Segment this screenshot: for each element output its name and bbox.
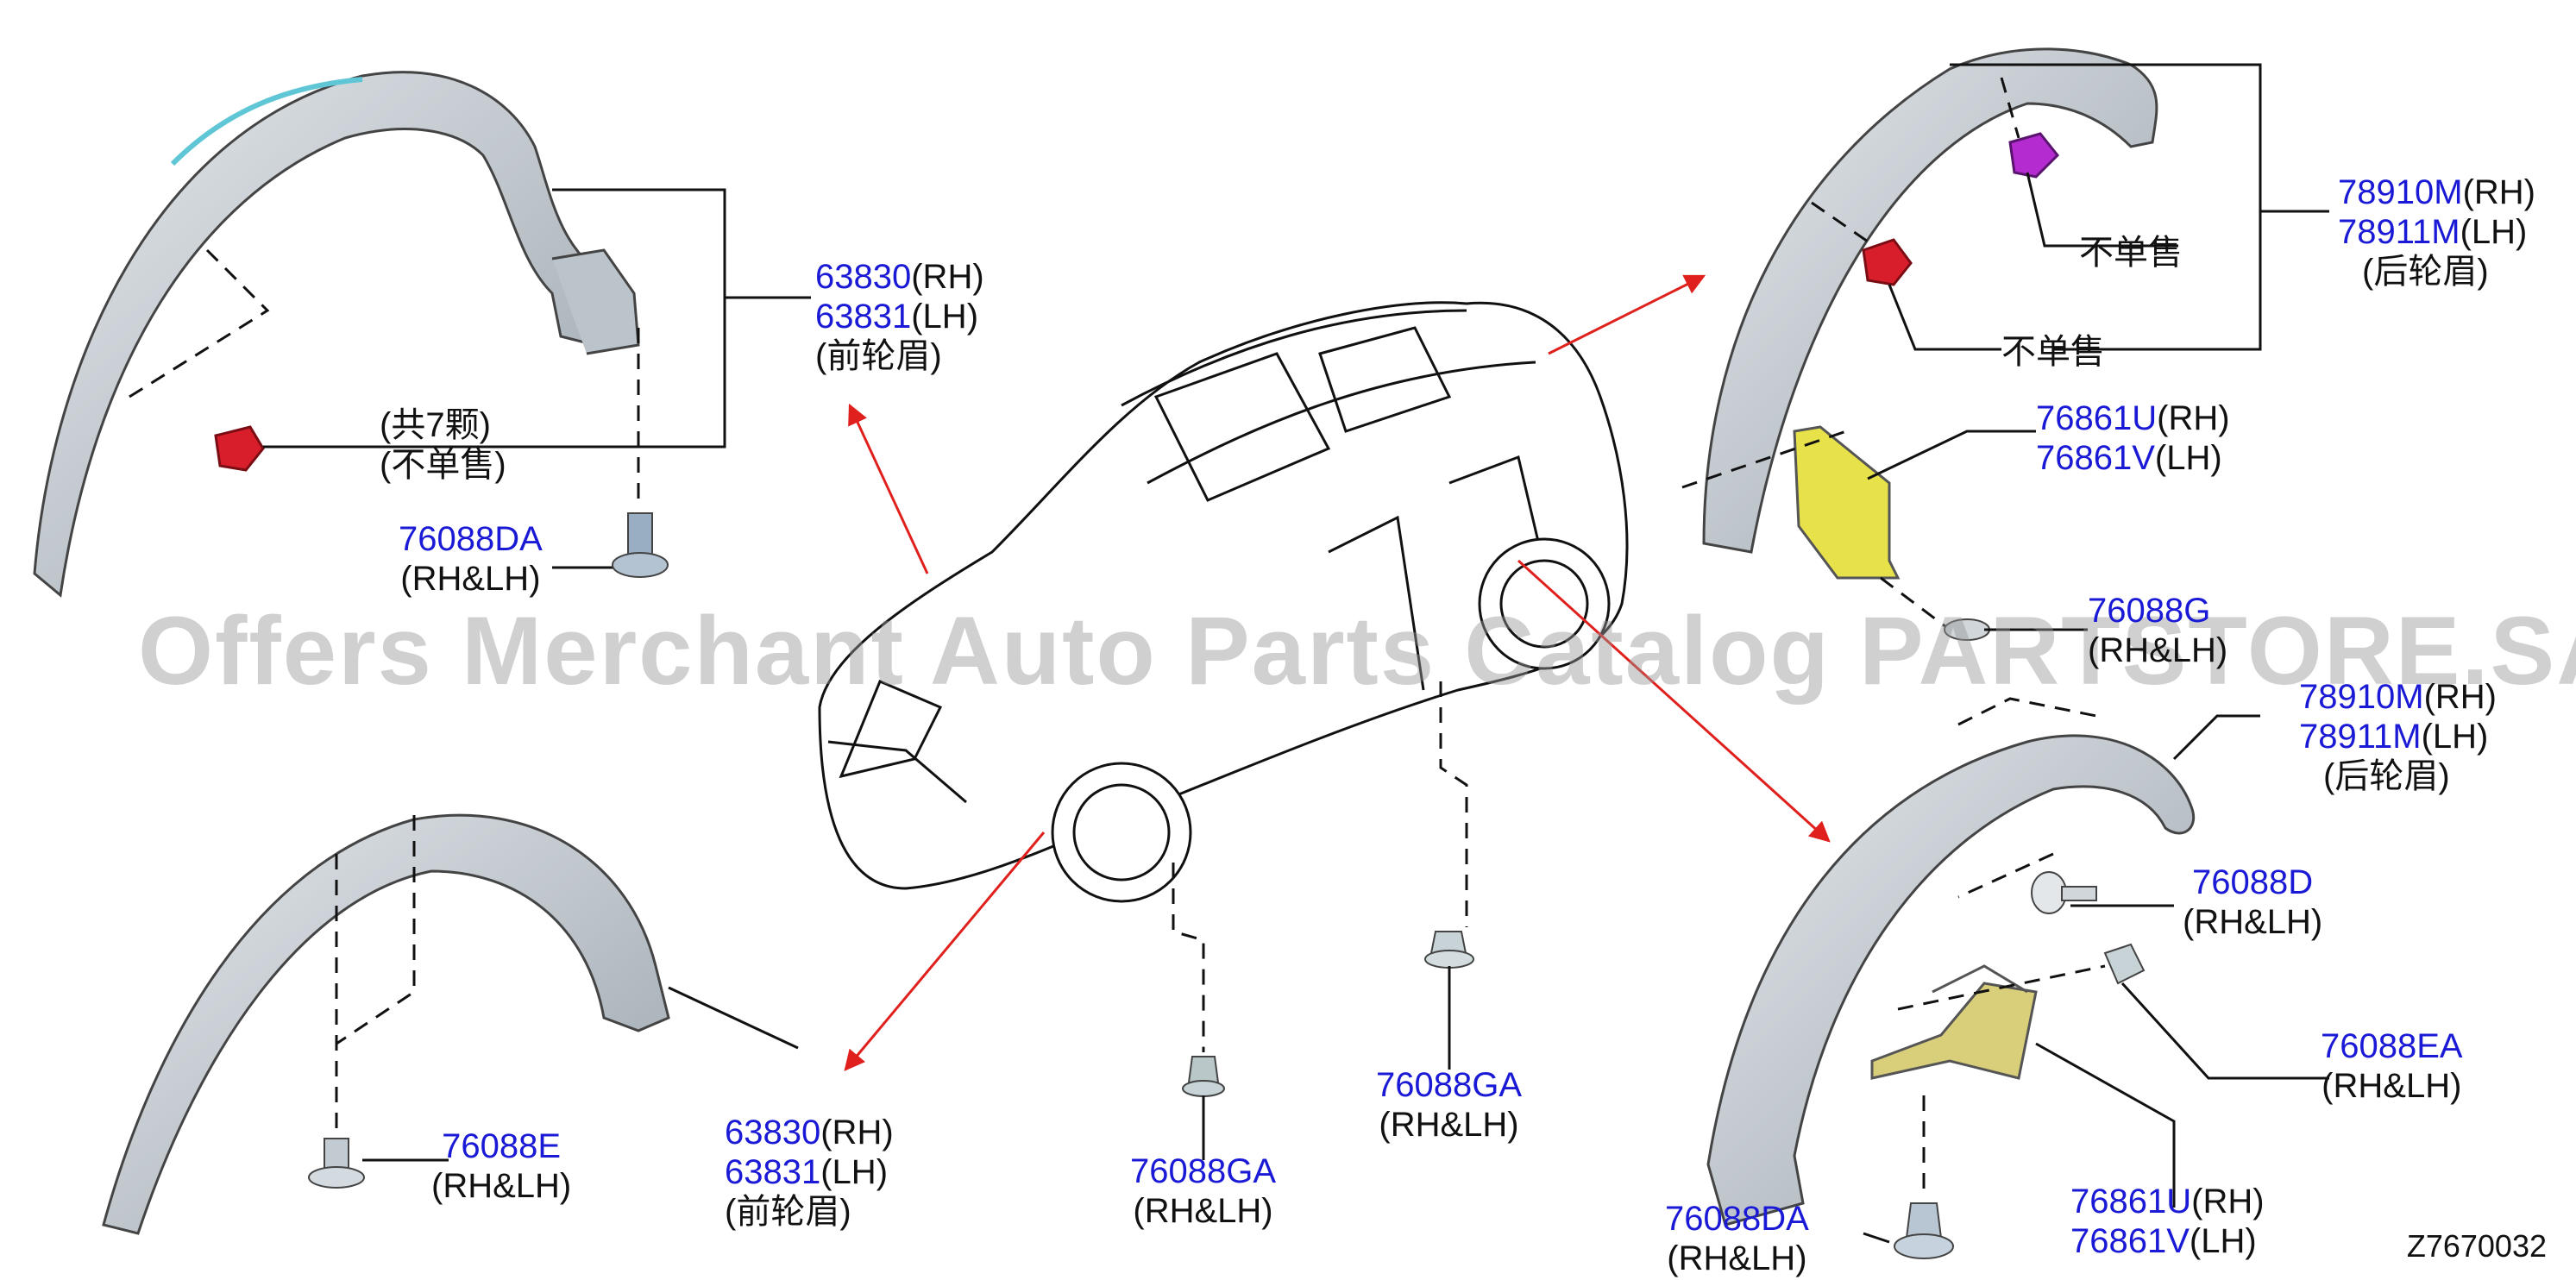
part-number-76088e[interactable]: 76088E <box>442 1127 562 1165</box>
label-76088e: 76088E (RH&LH) <box>431 1127 572 1205</box>
label-76088ga-mid: 76088GA (RH&LH) <box>1130 1152 1277 1230</box>
mudflap-lower <box>1870 964 2038 1080</box>
clip-76088e-icon <box>308 1138 365 1189</box>
clip-76088ga-mid-icon <box>1182 1056 1225 1097</box>
part-number-76088da-bottom[interactable]: 76088DA <box>1665 1200 1809 1238</box>
bolt-76088d-icon <box>2031 871 2097 914</box>
label-rear-upper: 78910M(RH) 78911M(LH) (后轮眉) <box>2338 173 2535 291</box>
label-clip-count: (共7颗) (不单售) <box>380 406 506 484</box>
part-number-63831-lower[interactable]: 63831 <box>725 1153 821 1191</box>
label-mudflap-lower: 76861U(RH) 76861V(LH) <box>2070 1183 2265 1260</box>
rear-fender-flare-lower <box>1706 734 2196 1227</box>
leader-lines-mudflap-upper <box>1681 430 2036 631</box>
label-not-sold-1: 不单售 <box>2079 234 2183 272</box>
vehicle-outline <box>818 301 1629 903</box>
label-front-upper: 63830(RH) 63831(LH) (前轮眉) <box>815 258 984 375</box>
part-number-76088da[interactable]: 76088DA <box>399 520 543 558</box>
part-number-78911m-lower[interactable]: 78911M <box>2299 718 2422 756</box>
label-not-sold-2: 不单售 <box>2001 333 2105 371</box>
leader-lines-front-upper <box>129 188 811 569</box>
front-fender-flare-upper <box>33 71 640 598</box>
part-number-76861u-lower[interactable]: 76861U <box>2070 1183 2192 1220</box>
part-number-63830-lower[interactable]: 63830 <box>725 1114 821 1151</box>
leader-lines-ga <box>1202 966 1451 1160</box>
part-number-76861v[interactable]: 76861V <box>2036 439 2155 477</box>
clip-76088ga-right-icon <box>1424 931 1474 969</box>
part-number-78910m-lower[interactable]: 78910M <box>2299 678 2424 716</box>
clip-76088g-icon <box>1944 618 2088 641</box>
magenta-clip-icon <box>2008 132 2060 179</box>
mudflap-upper <box>1793 425 1901 580</box>
rear-fender-flare-upper <box>1702 47 2158 554</box>
leader-lines-rear-upper <box>1811 63 2329 351</box>
label-rear-lower: 78910M(RH) 78911M(LH) (后轮眉) <box>2299 678 2497 795</box>
front-fender-flare-lower <box>102 813 670 1235</box>
red-clip-upper-right-icon <box>1862 238 1913 286</box>
label-76088da-bottom: 76088DA (RH&LH) <box>1665 1200 1809 1277</box>
red-arrows <box>844 274 1831 1071</box>
leader-lines-rear-lower <box>1863 697 2329 1244</box>
part-number-63830[interactable]: 63830 <box>815 258 912 296</box>
label-76088da-top: 76088DA (RH&LH) <box>399 520 543 598</box>
part-number-76088d[interactable]: 76088D <box>2192 863 2314 901</box>
diagram-code: Z7670032 <box>2406 1228 2547 1264</box>
clip-76088ea-icon <box>2103 943 2146 985</box>
vehicle-clip-lines <box>1172 681 1468 1052</box>
bolt-76088da-icon <box>612 512 669 578</box>
watermark: Offers Merchant Auto Parts Catalog PARTS… <box>138 597 2576 705</box>
label-76088d: 76088D (RH&LH) <box>2183 863 2323 941</box>
label-mudflap-upper: 76861U(RH) 76861V(LH) <box>2036 399 2230 477</box>
part-number-78910m[interactable]: 78910M <box>2338 173 2463 211</box>
label-front-lower: 63830(RH) 63831(LH) (前轮眉) <box>725 1114 894 1231</box>
clip-76088da-bottom-icon <box>1894 1202 1954 1259</box>
part-number-76088ga-2[interactable]: 76088GA <box>1376 1066 1523 1104</box>
label-76088ea: 76088EA (RH&LH) <box>2321 1027 2463 1105</box>
label-76088ga-right: 76088GA (RH&LH) <box>1376 1066 1523 1144</box>
part-number-63831[interactable]: 63831 <box>815 298 912 336</box>
label-76088g: 76088G (RH&LH) <box>2088 592 2228 669</box>
part-number-76088ga[interactable]: 76088GA <box>1130 1152 1277 1190</box>
leader-lines-front-lower <box>335 815 799 1162</box>
part-number-76861v-lower[interactable]: 76861V <box>2070 1222 2190 1260</box>
part-number-76861u[interactable]: 76861U <box>2036 399 2158 437</box>
part-number-76088g[interactable]: 76088G <box>2088 592 2211 630</box>
part-number-78911m[interactable]: 78911M <box>2338 213 2460 251</box>
part-number-76088ea[interactable]: 76088EA <box>2321 1027 2463 1065</box>
red-clip-icon <box>214 425 265 472</box>
